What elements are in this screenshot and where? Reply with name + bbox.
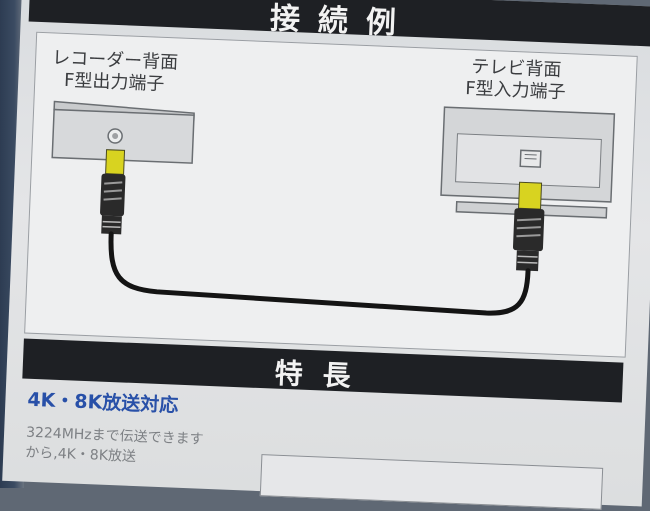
recorder-plug-illustration	[99, 150, 126, 235]
side-note-box	[260, 454, 603, 510]
cable-illustration	[25, 33, 637, 357]
feature-description-line2: から,4K・8K放送	[25, 442, 136, 466]
coaxial-cable	[109, 234, 529, 315]
feature-heading: 4K・8K放送対応	[27, 385, 179, 418]
connection-diagram: レコーダー背面 F型出力端子 テレビ背面 F型入力端子	[24, 32, 638, 358]
